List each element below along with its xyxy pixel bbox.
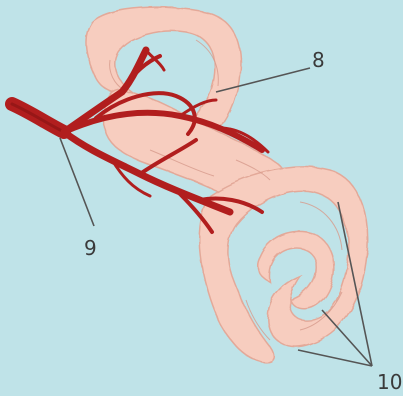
labyrinth-body xyxy=(86,7,368,362)
callout-label-8: 8 xyxy=(312,50,325,70)
callout-label-10: 10 xyxy=(377,372,402,392)
lower-loop-inner xyxy=(257,231,334,308)
callout-label-9: 9 xyxy=(84,238,97,258)
